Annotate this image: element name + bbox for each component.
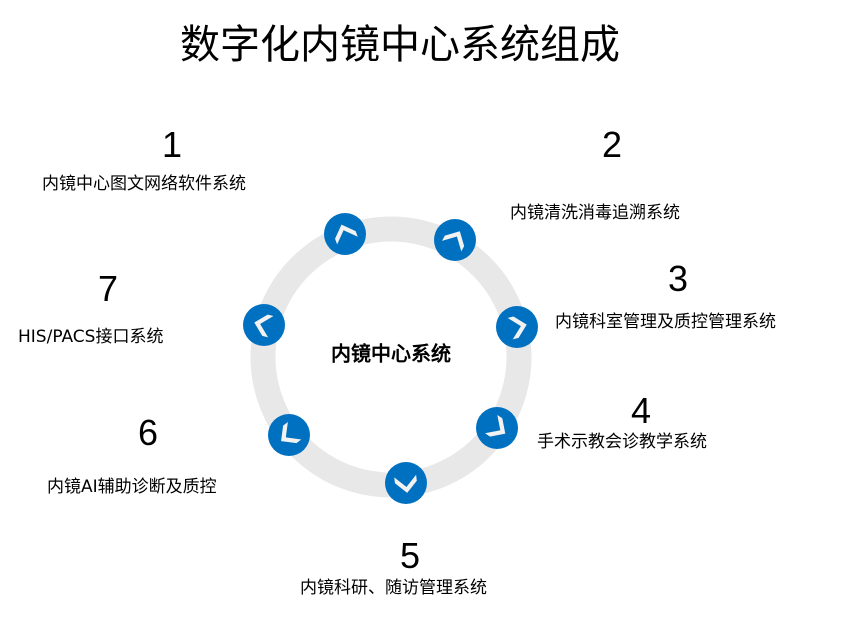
chevron-arrow-icon [507,316,527,340]
chevron-arrow-icon [485,414,506,437]
node-circle [243,304,285,346]
node-circle [385,462,427,504]
item-number-4: 4 [630,390,652,431]
node-circle [268,414,310,456]
center-label: 内镜中心系统 [331,341,451,366]
node-2 [434,219,476,261]
chevron-arrow-icon [281,422,302,444]
item-label-7: HIS/PACS接口系统 [18,327,164,347]
node-5 [385,462,427,504]
chevron-arrow-icon [394,474,417,493]
item-number-5: 5 [399,535,421,576]
chevron-arrow-icon [335,224,358,245]
node-4 [476,407,518,449]
item-label-4: 手术示教会诊教学系统 [537,432,707,452]
item-number-2: 2 [601,124,623,165]
chevron-arrow-icon [441,231,465,252]
node-circle [496,306,538,348]
item-number-1: 1 [161,124,183,165]
node-circle [476,407,518,449]
item-number-6: 6 [137,412,159,453]
item-label-6: 内镜AI辅助诊断及质控 [47,477,217,497]
item-label-3: 内镜科室管理及质控管理系统 [555,312,776,332]
item-label-5: 内镜科研、随访管理系统 [300,578,487,598]
node-1 [324,213,366,255]
item-label-2: 内镜清洗消毒追溯系统 [510,203,680,223]
node-3 [496,306,538,348]
node-circle [434,219,476,261]
node-6 [268,414,310,456]
item-number-3: 3 [667,258,689,299]
node-7 [243,304,285,346]
item-label-1: 内镜中心图文网络软件系统 [42,174,246,194]
item-number-7: 7 [97,268,119,309]
chevron-arrow-icon [254,314,274,338]
node-circle [324,213,366,255]
diagram-title: 数字化内镜中心系统组成 [180,22,620,68]
